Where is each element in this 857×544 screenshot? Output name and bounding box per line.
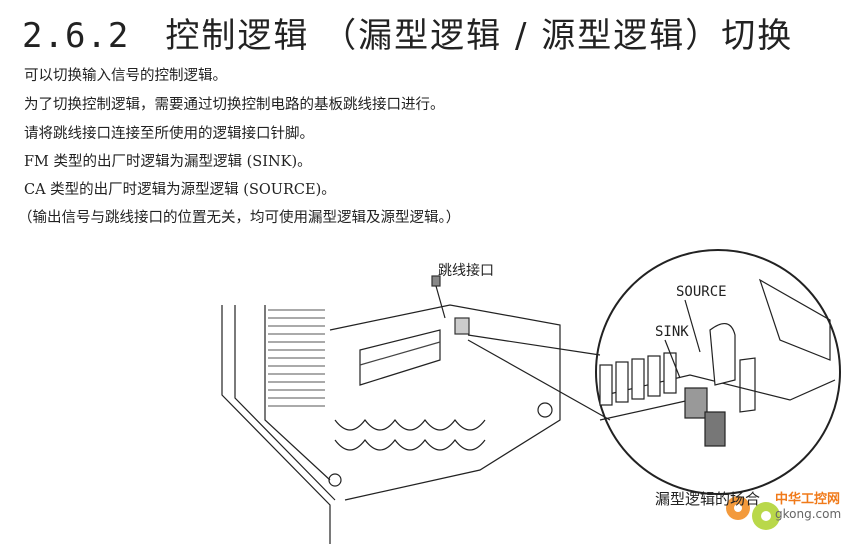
section-number: 2.6.2 <box>22 16 130 56</box>
paragraph: 请将跳线接口连接至所使用的逻辑接口针脚。 <box>24 126 314 142</box>
sink-label: SINK <box>655 324 689 340</box>
paragraph: CA 类型的出厂时逻辑为源型逻辑 (SOURCE)。 <box>24 182 336 198</box>
inverter-drawing <box>221 275 561 544</box>
figure-caption: 漏型逻辑的场合 <box>655 490 761 508</box>
section-heading: 2.6.2 控制逻辑 （漏型逻辑 / 源型逻辑）切换 <box>22 8 793 57</box>
section-title: 控制逻辑 （漏型逻辑 / 源型逻辑）切换 <box>165 16 794 56</box>
watermark-site: gkong.com <box>775 507 842 521</box>
source-label: SOURCE <box>676 284 727 300</box>
paragraph: （输出信号与跳线接口的位置无关，均可使用漏型逻辑及源型逻辑。） <box>18 210 461 226</box>
magnified-view <box>595 249 841 495</box>
watermark-gears-icon <box>726 496 780 530</box>
watermark-name: 中华工控网 <box>775 492 841 507</box>
paragraph: FM 类型的出厂时逻辑为漏型逻辑 (SINK)。 <box>24 154 312 170</box>
paragraph: 可以切换输入信号的控制逻辑。 <box>24 68 227 84</box>
jumper-label: 跳线接口 <box>438 263 494 279</box>
paragraph: 为了切换控制逻辑，需要通过切换控制电路的基板跳线接口进行。 <box>24 97 445 113</box>
